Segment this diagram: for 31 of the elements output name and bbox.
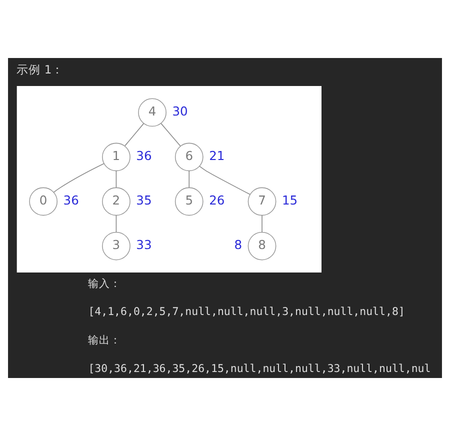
diagram-title: 示例 1： (16, 62, 64, 76)
node-label: 21 (209, 148, 225, 162)
node-label: 26 (209, 192, 225, 207)
node-circle: 5 (174, 186, 204, 216)
cluster (16, 86, 322, 272)
node-label: 33 (136, 237, 152, 252)
label: 输入： (88, 276, 122, 290)
node-label: 36 (136, 148, 152, 162)
connector (116, 214, 117, 232)
node-circle: 3 (102, 231, 130, 260)
node-circle: 4 (138, 98, 166, 126)
node-label: 8 (234, 237, 242, 252)
node-circle: 7 (248, 186, 276, 216)
node-circle: 6 (174, 142, 204, 171)
node-label: 36 (63, 192, 79, 207)
label: [30,36,21,36,35,26,15,null,null,null,33,null,null,nul (88, 362, 431, 375)
node-circle: 0 (29, 186, 58, 216)
node-circle: 2 (102, 186, 130, 216)
node-circle: 8 (248, 231, 276, 260)
connector (124, 122, 144, 146)
node-circle: 1 (102, 142, 130, 171)
label: [4,1,6,0,2,5,7,null,null,null,3,null,null,null,8] (88, 304, 405, 318)
node-label: 35 (136, 192, 152, 207)
connector (160, 122, 181, 146)
connector (53, 162, 104, 192)
node-label: 30 (172, 104, 188, 118)
node-label: 15 (282, 192, 298, 207)
connector (116, 170, 117, 188)
connector (188, 170, 190, 188)
label: 输出： (88, 333, 122, 346)
connector (199, 165, 250, 194)
